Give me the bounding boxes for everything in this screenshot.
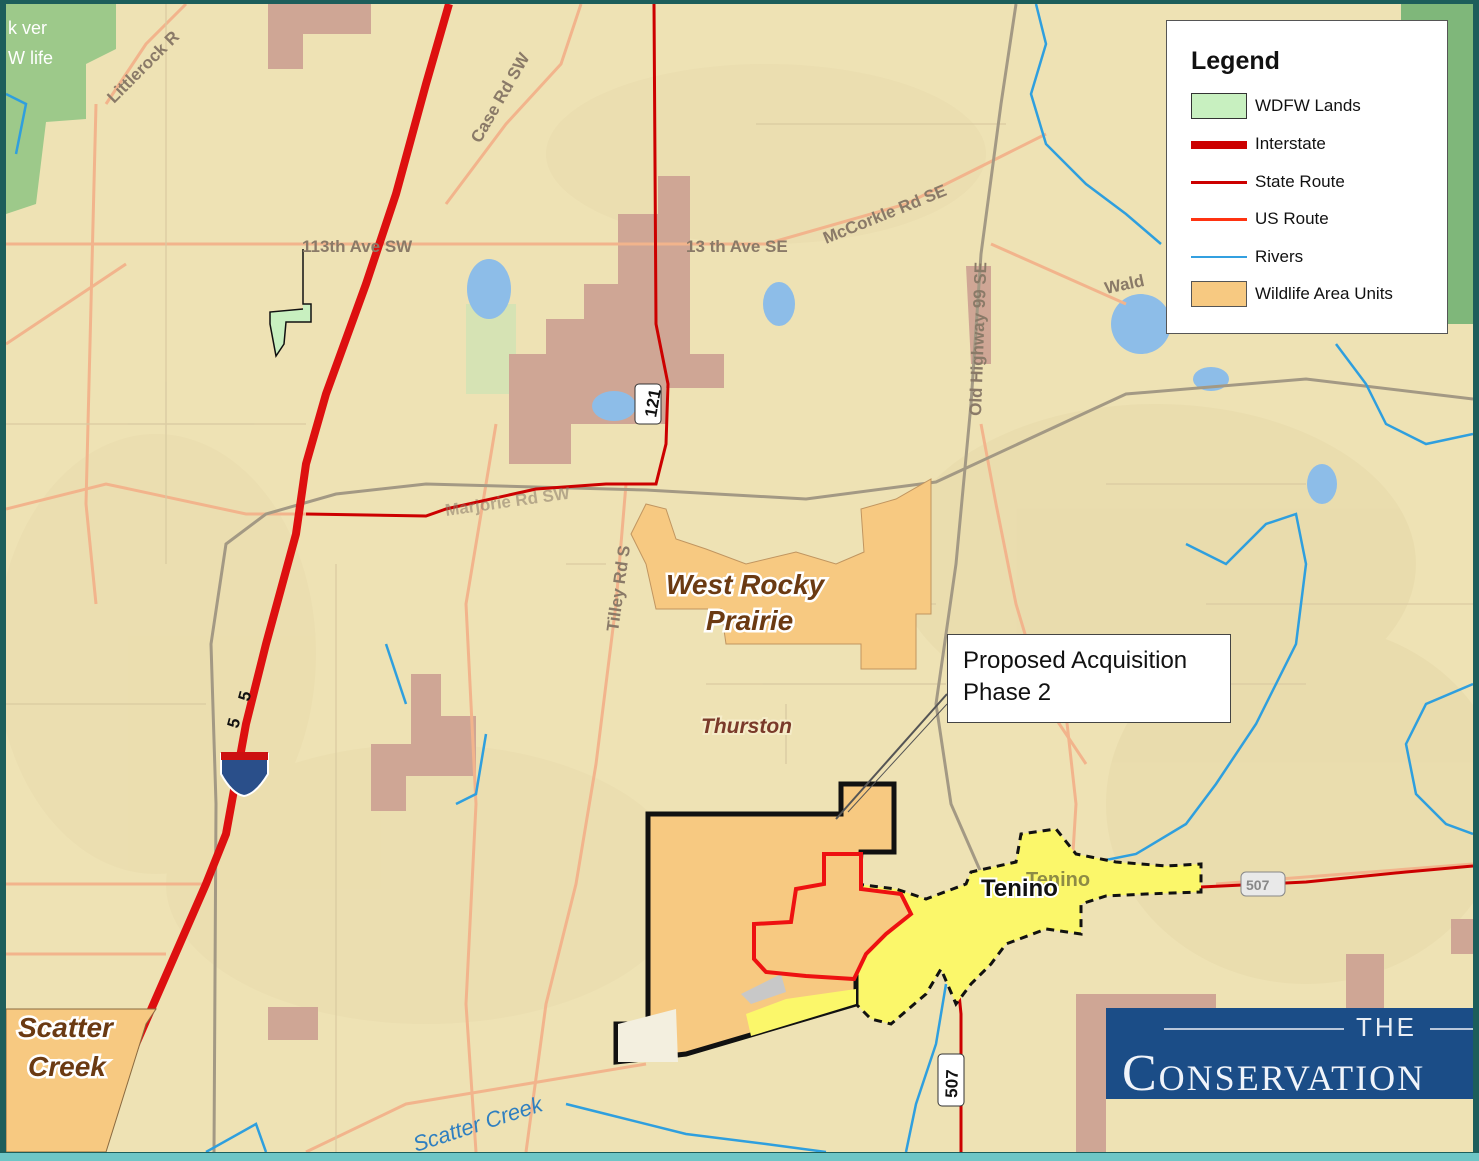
grid-roads [6,4,1473,1152]
map-canvas[interactable]: Littlerock R Case Rd SW 113th Ave SW 13 … [6,4,1473,1152]
label-tenino-shield: Tenino [1026,869,1090,891]
bottom-bar [0,1153,1479,1161]
logo-rule-right [1430,1028,1473,1030]
legend-item-wildlife-area-units: Wildlife Area Units [1191,281,1441,311]
legend-label: State Route [1255,172,1345,191]
route-507-east-shield-icon [1240,871,1286,897]
label-route-121: 121 [641,387,665,418]
legend-title: Legend [1191,47,1280,75]
label-wdfw-corner2: W life [8,48,53,68]
rivers-swatch-icon [1191,256,1247,258]
proposed-acquisition-phase1[interactable] [752,852,914,982]
legend-item-wdfw-lands: WDFW Lands [1191,93,1441,123]
legend-label: US Route [1255,209,1329,228]
label-scatter-line1: Scatter [18,1012,115,1043]
legend-label: Rivers [1255,247,1304,266]
acquisition-yellow-strip [746,989,856,1036]
local-roads [6,4,1473,1152]
route-121-shield-icon [634,383,662,425]
railroad-north [934,4,1018,885]
small-wdfw-parcel [269,249,312,358]
legend-item-interstate: Interstate [1191,131,1441,161]
label-thurston-county: Thurston [701,715,792,738]
lakes [467,259,1337,504]
wildlife-area-units-swatch-icon [1191,281,1247,307]
wdfw-lands [6,4,1473,394]
label-113th-ave-se: 13 th Ave SE [686,237,788,256]
label-scatter-line2: Creek [28,1051,107,1082]
callout-leader-2 [847,703,948,813]
acquisition-inholding [618,1009,678,1062]
callout-leader [835,693,948,820]
west-rocky-prairie-unit [630,478,932,670]
conservation-fund-logo: THE Conservation [1106,1008,1473,1099]
railroad [209,377,1473,1152]
wdfw-lands-swatch-icon [1191,93,1247,119]
tenino-city-area [854,827,1203,1026]
label-113th-ave-sw: 113th Ave SW [302,237,413,256]
state-route-swatch-icon [1191,181,1247,184]
label-west-rocky-line2: Prairie [706,605,793,636]
label-route-507-south: 507 [942,1069,962,1098]
us-route-swatch-icon [1191,218,1247,221]
scatter-creek-unit [6,1008,157,1152]
legend-item-rivers: Rivers [1191,244,1441,274]
legend-panel: Legend WDFW Lands Interstate State Route… [1166,20,1448,334]
callout-line1: Proposed Acquisition [963,647,1188,674]
logo-rule-left [1164,1028,1344,1030]
legend-item-us-route: US Route [1191,206,1441,236]
label-west-rocky-line1: West Rocky [666,569,826,600]
label-route-507-east: 507 [1246,877,1270,893]
legend-label: Interstate [1255,134,1326,153]
route-507-south-shield-icon [937,1053,965,1107]
proposed-acquisition-callout: Proposed Acquisition Phase 2 [947,634,1231,723]
legend-label: Wildlife Area Units [1255,284,1393,303]
logo-name: Conservation [1122,1045,1426,1099]
legend-item-state-route: State Route [1191,169,1441,199]
rivers [6,4,1473,1152]
label-wdfw-corner: k ver [8,18,47,38]
logo-the: THE [1356,1012,1417,1042]
callout-line2: Phase 2 [963,679,1052,706]
acquisition-gray-parcel [741,974,786,1004]
interstate-shield-icon [220,752,269,798]
interstate-swatch-icon [1191,141,1247,149]
legend-label: WDFW Lands [1255,96,1361,115]
label-tenino-city: Tenino [981,875,1058,902]
